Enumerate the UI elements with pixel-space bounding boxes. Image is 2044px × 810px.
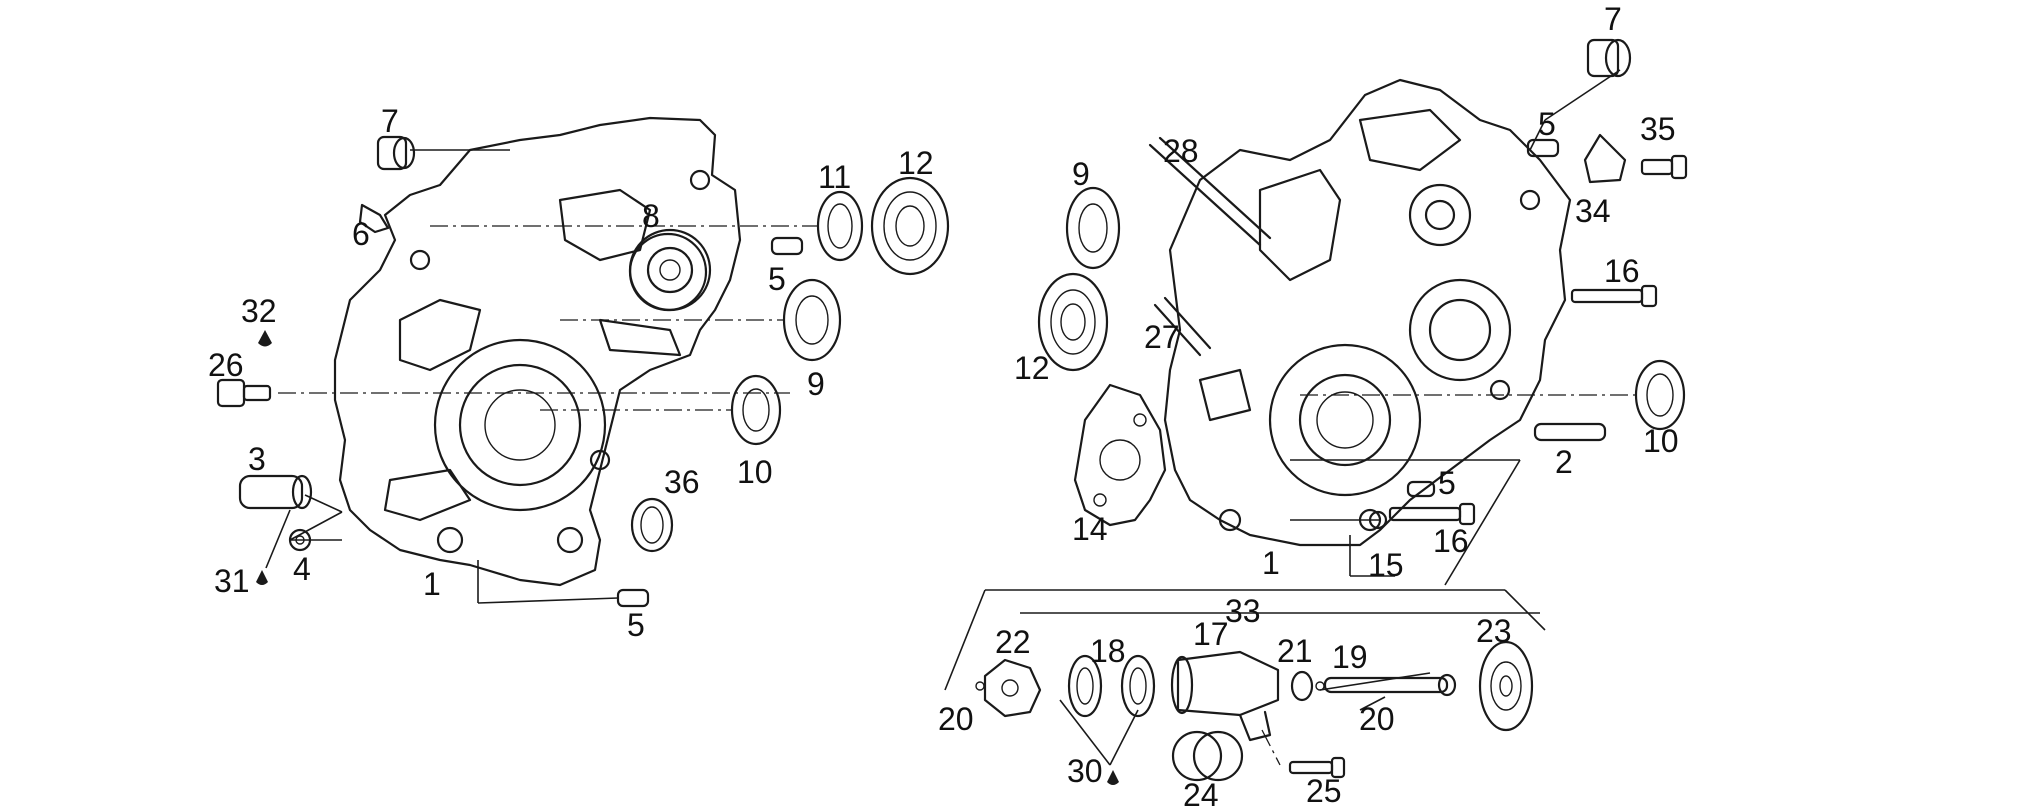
label-16-top: 16 — [1604, 253, 1640, 289]
label-10-right: 10 — [1643, 423, 1679, 459]
label-20-right: 20 — [1359, 701, 1395, 737]
label-5-right-top: 5 — [1538, 106, 1556, 142]
label-5-left-bottom: 5 — [627, 607, 645, 643]
label-32: 32 — [241, 293, 277, 329]
label-5-right-mid: 5 — [1438, 465, 1456, 501]
label-24: 24 — [1183, 777, 1219, 810]
right-small-parts — [1037, 38, 1688, 530]
label-4: 4 — [293, 551, 311, 587]
label-18: 18 — [1090, 633, 1126, 669]
label-9-right: 9 — [1072, 156, 1090, 192]
label-2: 2 — [1555, 444, 1573, 480]
label-34: 34 — [1575, 193, 1611, 229]
label-8: 8 — [642, 198, 660, 234]
label-25: 25 — [1306, 773, 1342, 809]
label-27: 27 — [1144, 319, 1180, 355]
leader-lines — [265, 69, 1636, 766]
left-crankcase-half — [333, 116, 742, 587]
right-crankcase-half — [1073, 78, 1572, 547]
label-22: 22 — [995, 624, 1031, 660]
label-9-left: 9 — [807, 366, 825, 402]
label-1-right: 1 — [1262, 545, 1280, 581]
label-30: 30 — [1067, 753, 1103, 789]
label-7-left: 7 — [381, 103, 399, 139]
label-20-left: 20 — [938, 701, 974, 737]
label-26: 26 — [208, 347, 244, 383]
label-11: 11 — [818, 159, 851, 195]
label-19: 19 — [1332, 639, 1368, 675]
label-3: 3 — [248, 441, 266, 477]
label-21: 21 — [1277, 633, 1313, 669]
label-33: 33 — [1225, 593, 1261, 629]
part-number-labels: 7 6 32 26 3 31 4 1 5 8 11 12 5 9 10 36 9… — [208, 1, 1679, 810]
label-17: 17 — [1193, 616, 1229, 652]
label-12-left: 12 — [898, 145, 934, 181]
label-28: 28 — [1163, 133, 1199, 169]
water-pump-group — [975, 640, 1534, 785]
label-15: 15 — [1368, 547, 1404, 583]
label-36: 36 — [664, 464, 700, 500]
label-6: 6 — [352, 216, 370, 252]
label-23: 23 — [1476, 613, 1512, 649]
left-small-parts — [216, 135, 950, 608]
label-35: 35 — [1640, 111, 1676, 147]
label-31: 31 — [214, 563, 250, 599]
label-5-left-top: 5 — [768, 261, 786, 297]
label-12-right: 12 — [1014, 350, 1050, 386]
label-14: 14 — [1072, 511, 1108, 547]
label-7-right: 7 — [1604, 1, 1622, 37]
label-1-left: 1 — [423, 566, 441, 602]
label-10-left: 10 — [737, 454, 773, 490]
label-16-bottom: 16 — [1433, 523, 1469, 559]
